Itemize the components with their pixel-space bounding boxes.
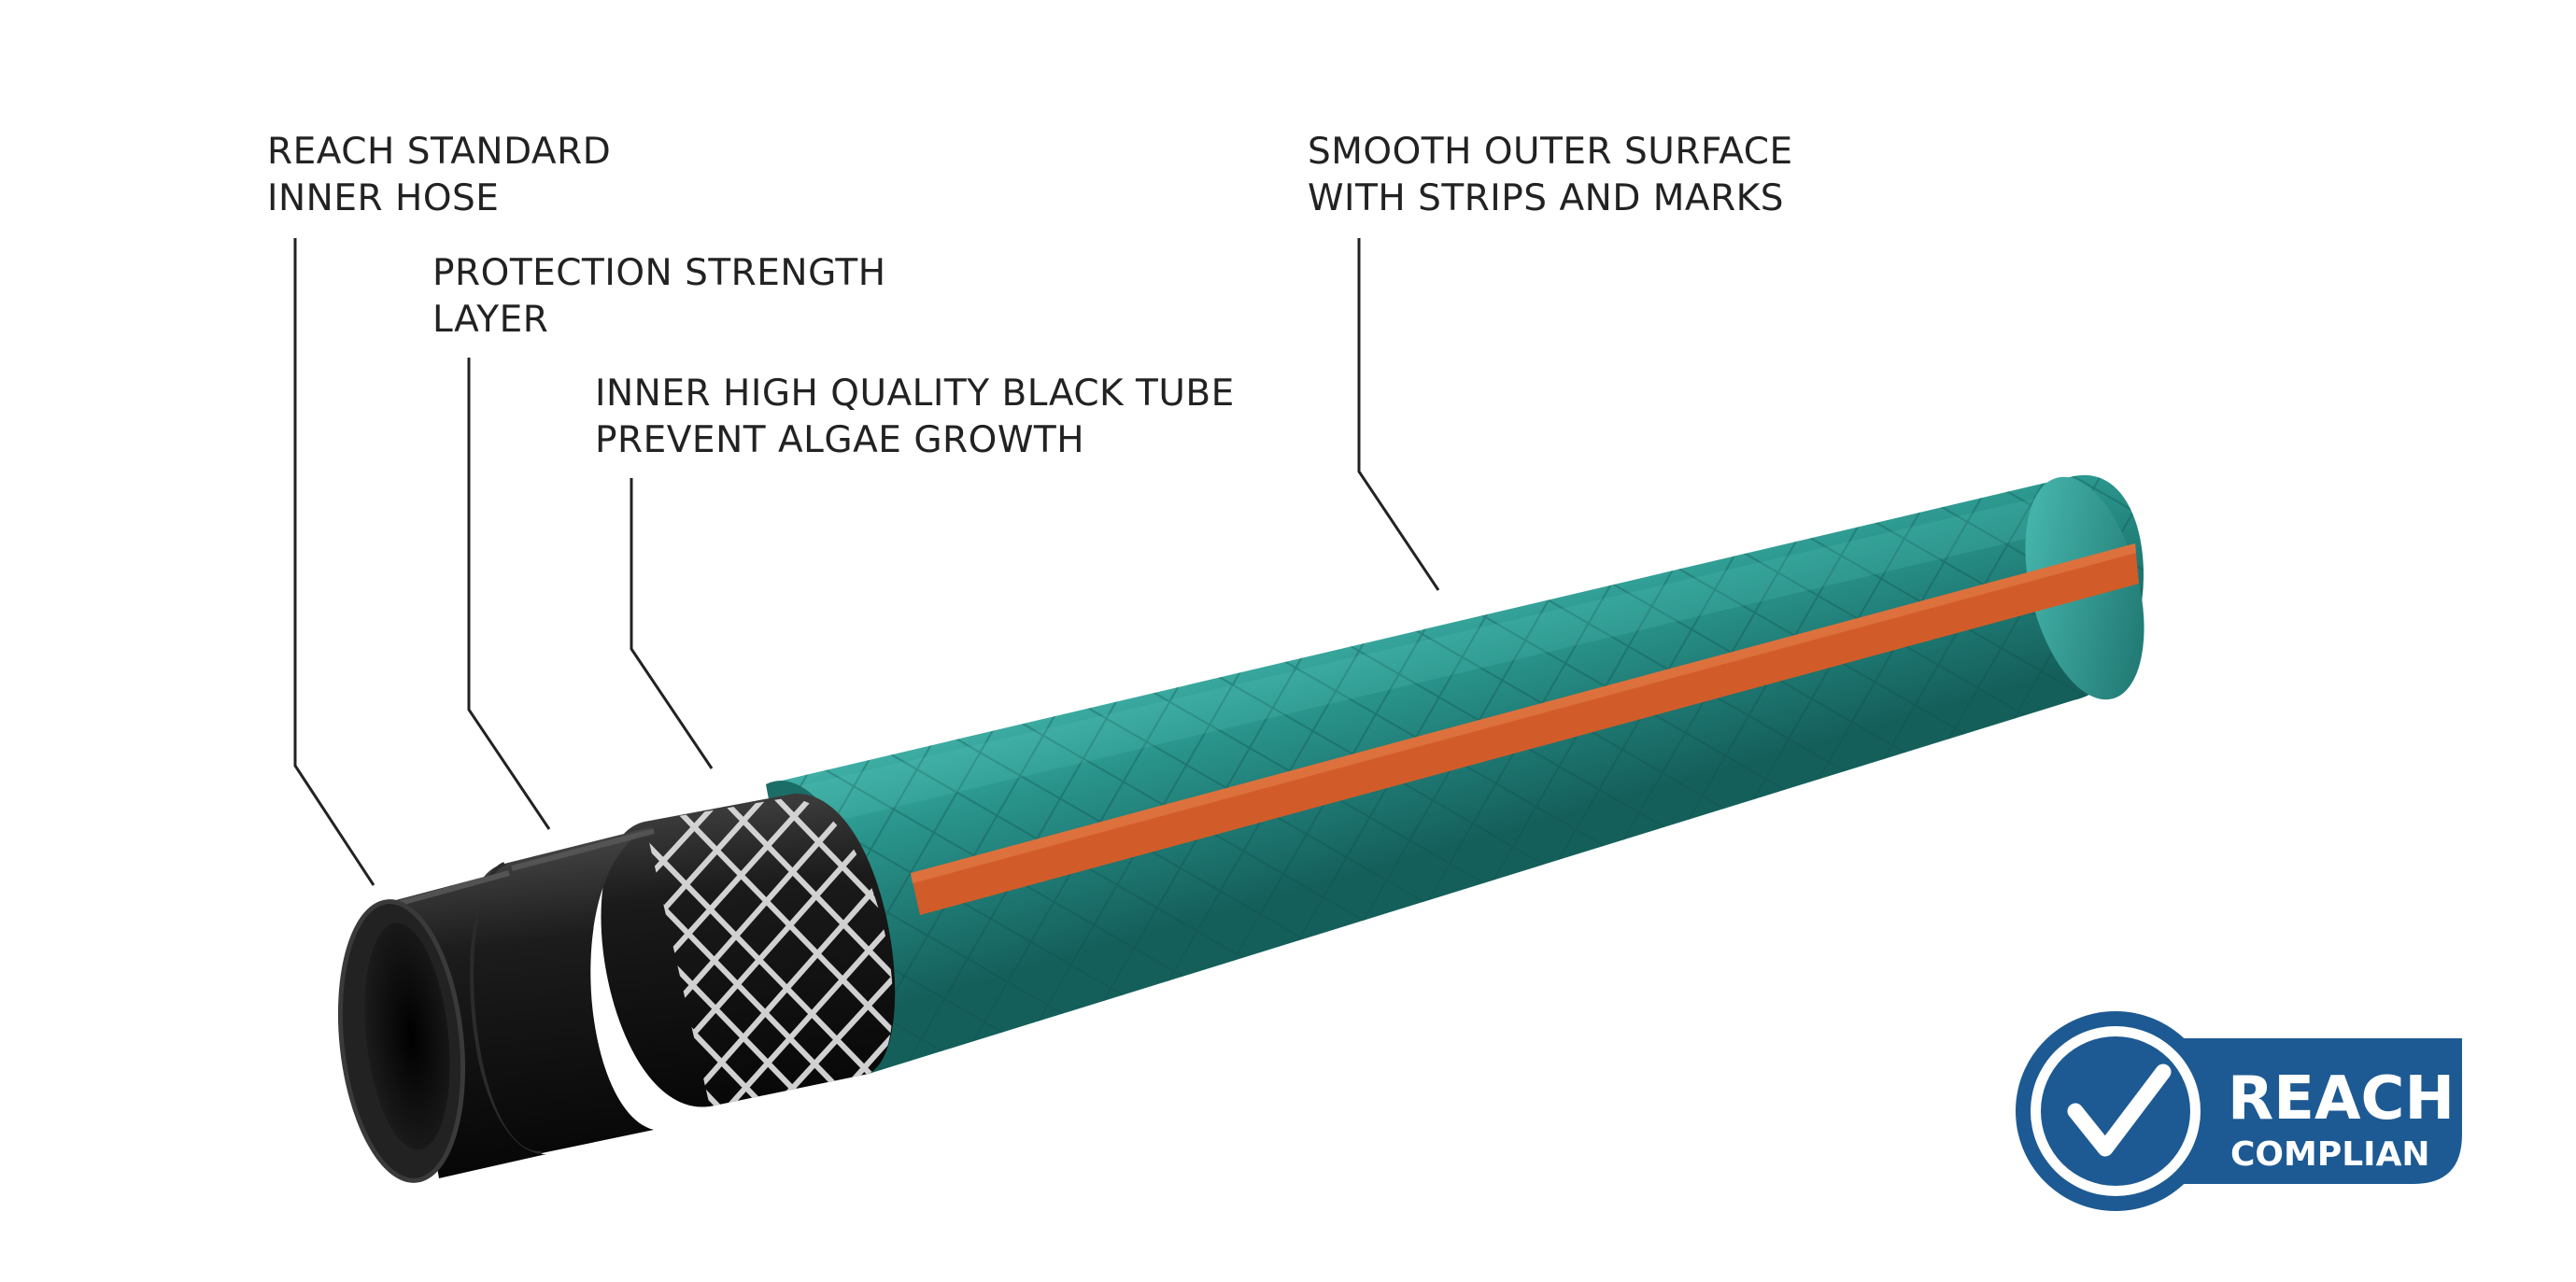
leader-line-inner-hose [293,238,375,886]
leader-line-outer-surface [1357,238,1440,591]
inner-hose [337,870,546,1183]
label-outer-surface: SMOOTH OUTER SURFACE WITH STRIPS AND MAR… [1308,129,1793,222]
leader-lines [293,238,1440,886]
label-protection-line2: LAYER [432,299,549,341]
label-black-tube: INNER HIGH QUALITY BLACK TUBE PREVENT AL… [595,371,1235,464]
label-inner-hose: REACH STANDARD INNER HOSE [267,129,611,222]
badge-title: REACH [2228,1064,2455,1134]
label-black-tube-line1: INNER HIGH QUALITY BLACK TUBE [595,373,1235,415]
badge-subtitle: COMPLIAN [2230,1135,2430,1174]
reach-badge: REACH COMPLIAN [2016,1011,2462,1211]
orange-stripe [911,543,2139,915]
label-inner-hose-line2: INNER HOSE [267,177,500,219]
leader-line-black-tube [630,478,714,769]
label-black-tube-line2: PREVENT ALGAE GROWTH [595,419,1085,461]
leader-line-protection [467,358,551,830]
outer-hose [766,474,2144,1075]
label-protection-line1: PROTECTION STRENGTH [432,252,886,294]
label-outer-surface-line1: SMOOTH OUTER SURFACE [1308,131,1793,173]
label-outer-surface-line2: WITH STRIPS AND MARKS [1308,177,1784,219]
label-protection-layer: PROTECTION STRENGTH LAYER [432,250,886,344]
checkmark-icon [2067,1064,2172,1157]
orange-stripe-highlight [911,543,2136,883]
label-inner-hose-line1: REACH STANDARD [267,131,612,173]
